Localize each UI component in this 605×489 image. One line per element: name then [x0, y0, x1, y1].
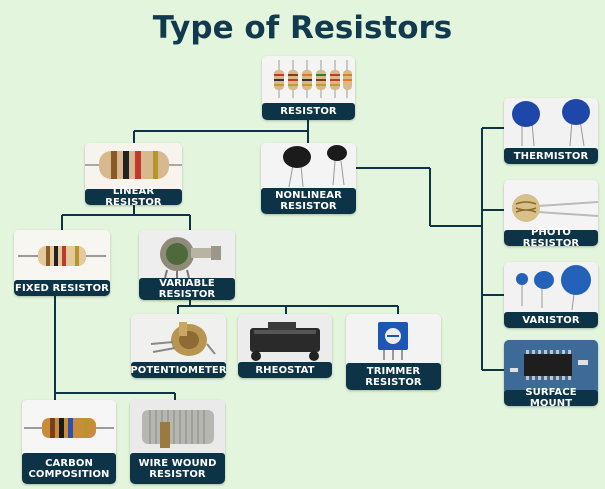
linear-resistor-label: LINEAR RESISTOR	[85, 186, 182, 205]
trimmer-resistor-label: TRIMMER RESISTOR	[346, 363, 441, 390]
varistor-label: VARISTOR	[504, 312, 598, 328]
carbon-composition-node: CARBON COMPOSITION	[22, 400, 116, 484]
photo-resistor-label: PHOTO RESISTOR	[504, 227, 598, 246]
fixed-resistor-node: FIXED RESISTOR	[14, 230, 110, 296]
linear-resistor-node: LINEAR RESISTOR	[85, 143, 182, 205]
varistor-node: VARISTOR	[504, 262, 598, 328]
photo-resistor-node: PHOTO RESISTOR	[504, 180, 598, 246]
rheostat-node: RHEOSTAT	[238, 314, 332, 378]
potentiometer-label: POTENTIOMETER	[131, 362, 226, 378]
wire-wound-resistor-label: WIRE WOUND RESISTOR	[130, 453, 225, 484]
variable-resistor-node: VARIABLE RESISTOR	[139, 230, 235, 300]
fixed-resistor-label: FIXED RESISTOR	[14, 280, 110, 296]
wire-wound-resistor-node: WIRE WOUND RESISTOR	[130, 400, 225, 484]
resistor-node: RESISTOR	[262, 56, 355, 120]
rheostat-label: RHEOSTAT	[238, 362, 332, 378]
nonlinear-resistor-node: NONLINEAR RESISTOR	[261, 143, 356, 214]
thermistor-label: THERMISTOR	[504, 148, 598, 164]
nonlinear-resistor-label: NONLINEAR RESISTOR	[261, 188, 356, 214]
resistor-label: RESISTOR	[262, 103, 355, 120]
variable-resistor-label: VARIABLE RESISTOR	[139, 278, 235, 300]
surface-mount-node: SURFACE MOUNT	[504, 340, 598, 406]
page-title: Type of Resistors	[152, 10, 453, 46]
thermistor-node: THERMISTOR	[504, 98, 598, 164]
potentiometer-node: POTENTIOMETER	[131, 314, 226, 378]
carbon-composition-label: CARBON COMPOSITION	[22, 453, 116, 484]
trimmer-resistor-node: TRIMMER RESISTOR	[346, 314, 441, 390]
surface-mount-label: SURFACE MOUNT	[504, 387, 598, 406]
